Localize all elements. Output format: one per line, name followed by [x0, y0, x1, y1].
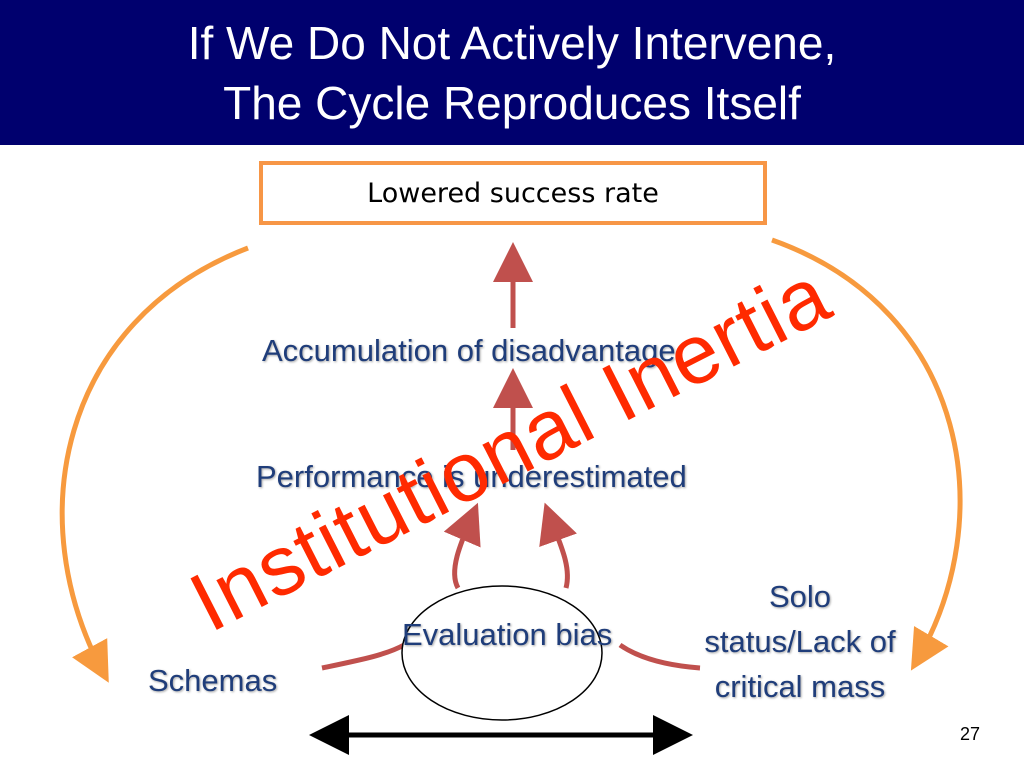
accumulation-of-disadvantage-label: Accumulation of disadvantage	[262, 333, 676, 368]
arrow-right-to-performance	[539, 502, 577, 589]
slide-title-line-2: The Cycle Reproduces Itself	[223, 77, 801, 129]
title-bar: If We Do Not Actively Intervene, The Cyc…	[0, 0, 1024, 145]
connector-solo	[618, 642, 701, 671]
slide-number: 27	[960, 724, 981, 744]
lowered-success-rate-box: Lowered success rate	[259, 161, 767, 225]
performance-underestimated-label: Performance is underestimated	[256, 459, 687, 494]
solo-status-label: Solo status/Lack of critical mass	[704, 579, 896, 704]
connector-schemas	[321, 642, 406, 671]
arrow-left-to-performance	[443, 502, 481, 590]
left-cycle-arrow	[59, 245, 249, 683]
schemas-label: Schemas	[148, 663, 278, 698]
slide-title-line-1: If We Do Not Actively Intervene,	[187, 17, 837, 69]
right-cycle-arrow	[771, 237, 963, 671]
evaluation-bias-label: Evaluation bias	[402, 617, 613, 652]
